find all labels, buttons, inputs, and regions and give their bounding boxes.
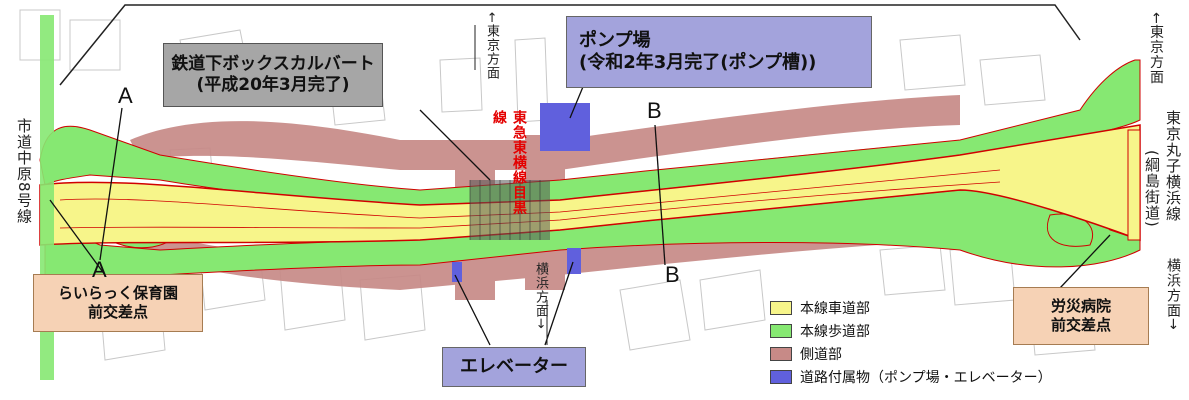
direction-yokohama-left: 横浜方面→ bbox=[533, 262, 548, 330]
legend-label: 道路付属物（ポンプ場・エレベーター） bbox=[800, 369, 1052, 386]
nursery-intersection-callout: らいらっく保育園 前交差点 bbox=[33, 274, 203, 332]
legend-item-main-sidewalk: 本線歩道部 bbox=[770, 319, 1052, 342]
section-b-bottom: B bbox=[665, 262, 680, 287]
hospital-intersection-callout: 労災病院 前交差点 bbox=[1013, 287, 1149, 345]
box-culvert-callout: 鉄道下ボックスカルバート (平成20年3月完了) bbox=[163, 43, 383, 107]
nursery-intersection: 前交差点 bbox=[87, 303, 148, 321]
legend-label: 側道部 bbox=[800, 346, 842, 363]
pump-station-structure bbox=[540, 103, 590, 151]
legend-item-road-facilities: 道路付属物（ポンプ場・エレベーター） bbox=[770, 365, 1052, 388]
culvert-title: 鉄道下ボックスカルバート bbox=[171, 53, 375, 74]
pump-title: ポンプ場 bbox=[579, 29, 651, 51]
legend-swatch bbox=[770, 300, 792, 315]
road-label-tsunashima: (綱島街道) bbox=[1143, 150, 1161, 228]
direction-tokyo-right: ←東京方面 bbox=[1148, 12, 1164, 85]
elevator-callout: エレベーター bbox=[442, 347, 586, 387]
legend-item-side-road: 側道部 bbox=[770, 342, 1052, 365]
nursery-name: らいらっく保育園 bbox=[57, 284, 178, 303]
direction-tokyo-left: ←東京方面 bbox=[484, 12, 499, 80]
leader-culvert bbox=[419, 109, 491, 181]
section-a-bottom: A bbox=[92, 257, 107, 282]
legend-label: 本線歩道部 bbox=[800, 323, 870, 340]
section-line-b bbox=[654, 124, 666, 266]
leader-hospital bbox=[1059, 234, 1111, 289]
leader-elevator-right bbox=[544, 261, 574, 346]
legend-swatch bbox=[770, 369, 792, 384]
leader-nursery bbox=[49, 199, 106, 276]
east-end-strip bbox=[1127, 129, 1141, 241]
legend-item-main-carriageway: 本線車道部 bbox=[770, 296, 1052, 319]
section-a-top: A bbox=[118, 83, 133, 108]
hospital-name: 労災病院 bbox=[1050, 297, 1111, 316]
legend: 本線車道部 本線歩道部 側道部 道路付属物（ポンプ場・エレベーター） bbox=[770, 296, 1052, 388]
legend-label: 本線車道部 bbox=[800, 300, 870, 317]
elevator-label: エレベーター bbox=[460, 355, 568, 377]
hospital-intersection: 前交差点 bbox=[1050, 316, 1111, 334]
section-b-top: B bbox=[647, 98, 662, 123]
elevator-structure-left bbox=[452, 262, 462, 282]
elevator-structure-right bbox=[567, 248, 581, 274]
section-line-a bbox=[99, 107, 123, 261]
leader-elevator-left bbox=[454, 274, 491, 346]
pump-status: (令和2年3月完了(ポンプ槽)) bbox=[579, 52, 817, 73]
direction-yokohama-right: 横浜方面→ bbox=[1165, 258, 1181, 331]
plan-frame-line bbox=[59, 4, 1081, 86]
main-carriageway bbox=[39, 124, 1141, 246]
legend-swatch bbox=[770, 346, 792, 361]
pump-station-callout: ポンプ場 (令和2年3月完了(ポンプ槽)) bbox=[566, 16, 872, 88]
road-label-maruko: 東京丸子横浜線 bbox=[1164, 110, 1182, 222]
railway-label: 東急東横線目黒線 bbox=[491, 110, 527, 215]
road-label-shinai: 市道中原8号線 bbox=[15, 118, 33, 225]
legend-swatch bbox=[770, 323, 792, 338]
culvert-status: (平成20年3月完了) bbox=[196, 75, 350, 95]
